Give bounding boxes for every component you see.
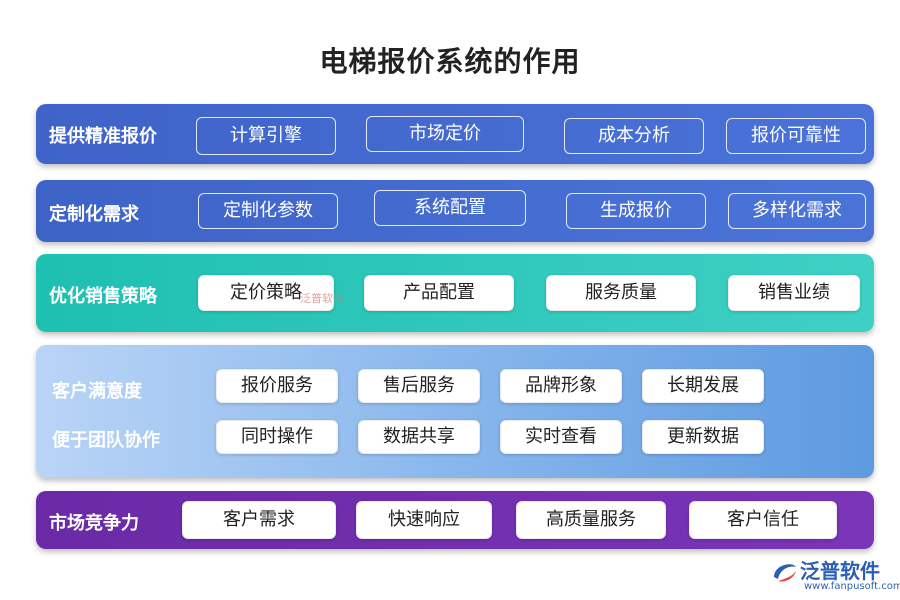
chip-quote-reliability: 报价可靠性 <box>726 118 866 154</box>
chip-service-quality: 服务质量 <box>546 275 696 311</box>
chip-simultaneous-ops: 同时操作 <box>216 420 338 454</box>
brand-logo: 泛普软件 www.fanpusoft.com <box>770 555 900 597</box>
chip-long-term: 长期发展 <box>642 369 764 403</box>
band-label: 便于团队协作 <box>52 430 160 451</box>
chip-customer-trust: 客户信任 <box>689 501 837 539</box>
chip-diverse-needs: 多样化需求 <box>728 193 866 229</box>
chip-after-sales: 售后服务 <box>358 369 480 403</box>
chip-cost-analysis: 成本分析 <box>564 118 704 154</box>
logo-name: 泛普软件 <box>800 559 880 583</box>
chip-system-config: 系统配置 <box>374 190 526 226</box>
chip-custom-params: 定制化参数 <box>198 193 338 229</box>
band-label: 定制化需求 <box>49 204 139 225</box>
band-label: 提供精准报价 <box>49 126 157 147</box>
chip-calc-engine: 计算引擎 <box>196 117 336 155</box>
chip-high-quality-service: 高质量服务 <box>516 501 666 539</box>
logo-icon <box>774 564 796 582</box>
chip-pricing-strategy: 定价策略 <box>198 275 334 311</box>
chip-customer-needs: 客户需求 <box>182 501 336 539</box>
chip-update-data: 更新数据 <box>642 420 764 454</box>
chip-product-config: 产品配置 <box>364 275 514 311</box>
chip-sales-performance: 销售业绩 <box>728 275 860 311</box>
band-label: 客户满意度 <box>52 381 142 402</box>
chip-market-pricing: 市场定价 <box>366 116 524 152</box>
chip-quote-service: 报价服务 <box>216 369 338 403</box>
band-label: 优化销售策略 <box>49 286 157 307</box>
band-customization: 定制化需求 定制化参数 系统配置 生成报价 多样化需求 <box>36 180 874 242</box>
band-satisfaction-collab: 客户满意度 便于团队协作 报价服务 售后服务 品牌形象 长期发展 同时操作 数据… <box>36 345 874 478</box>
band-label: 市场竞争力 <box>49 513 139 534</box>
chip-generate-quote: 生成报价 <box>566 193 706 229</box>
band-precise-quote: 提供精准报价 计算引擎 市场定价 成本分析 报价可靠性 <box>36 104 874 164</box>
chip-brand-image: 品牌形象 <box>500 369 622 403</box>
band-sales-strategy: 优化销售策略 定价策略 产品配置 服务质量 销售业绩 <box>36 254 874 332</box>
watermark-text: 泛普软件 <box>300 292 344 305</box>
chip-realtime-view: 实时查看 <box>500 420 622 454</box>
page-title: 电梯报价系统的作用 <box>319 45 581 78</box>
chip-data-sharing: 数据共享 <box>358 420 480 454</box>
chip-fast-response: 快速响应 <box>356 501 492 539</box>
logo-url: www.fanpusoft.com <box>804 581 900 592</box>
band-competitiveness: 市场竞争力 客户需求 快速响应 高质量服务 客户信任 <box>36 491 874 549</box>
